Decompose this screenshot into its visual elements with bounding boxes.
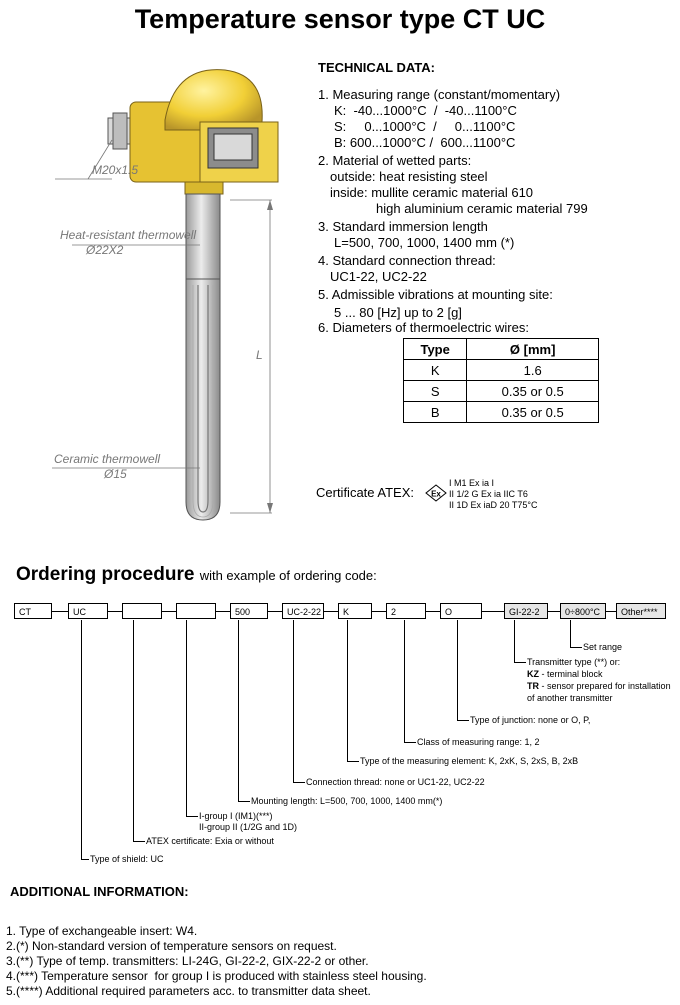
note: 4.(***) Temperature sensor for group I i… [6, 969, 427, 983]
tech-line: 4. Standard connection thread: [318, 253, 496, 268]
table-cell: 0.35 or 0.5 [466, 380, 599, 402]
note: 2.(*) Non-standard version of temperatur… [6, 939, 337, 953]
order-box-junction: O [440, 603, 482, 619]
table-cell: B [402, 401, 468, 423]
note: 3.(**) Type of temp. transmitters: LI-24… [6, 954, 369, 968]
thermowell-diameter: Ø22X2 [86, 243, 124, 257]
atex-line: I M1 Ex ia I [449, 478, 495, 488]
table-row: K 1.6 [402, 359, 599, 381]
ceramic-label: Ceramic thermowell [54, 452, 161, 466]
ex-symbol-text: Ex [431, 490, 441, 499]
table-cell: 0.35 or 0.5 [466, 401, 599, 423]
kz-code: KZ [527, 669, 539, 679]
order-box-length: 500 [230, 603, 268, 619]
page-title: Temperature sensor type CT UC [134, 4, 546, 34]
thread-label: M20x1.5 [92, 163, 139, 177]
label-class: Class of measuring range: 1, 2 [417, 737, 540, 747]
label-thread: Connection thread: none or UC1-22, UC2-2… [306, 777, 485, 787]
order-box-atex [122, 603, 162, 619]
tech-line: B: 600...1000°C / 600...1100°C [334, 135, 516, 150]
tech-line: 2. Material of wetted parts: [318, 153, 472, 168]
table-cell: K [402, 359, 468, 381]
label-set-range: Set range [583, 642, 623, 652]
table-header: Type [402, 338, 468, 360]
order-box-thread: UC-2-22 [282, 603, 324, 619]
order-box-transmitter: GI-22-2 [504, 603, 548, 619]
label-tr: TR - sensor prepared for installation [527, 681, 671, 692]
order-box-element: K [338, 603, 372, 619]
tech-line: inside: mullite ceramic material 610 [330, 185, 534, 200]
order-box-shield: UC [68, 603, 108, 619]
ordering-subtitle: with example of ordering code: [199, 568, 377, 583]
tech-line: high aluminium ceramic material 799 [376, 201, 588, 216]
length-label: L [256, 348, 263, 362]
note: 5.(****) Additional required parameters … [6, 984, 371, 998]
table-cell: 1.6 [466, 359, 599, 381]
ceramic-thermowell [185, 278, 221, 521]
order-box-other: Other**** [616, 603, 666, 619]
label-atex: ATEX certificate: Exia or without [146, 836, 274, 846]
tech-line: 5 ... 80 [Hz] up to 2 [g] [334, 305, 462, 320]
atex-label: Certificate ATEX: [316, 485, 415, 500]
order-box-range: 0÷800°C [560, 603, 606, 619]
table-cell: S [402, 380, 468, 402]
order-box-group [176, 603, 216, 619]
head-cover [164, 69, 263, 131]
label-transmitter: Transmitter type (**) or: [527, 657, 621, 667]
label-tr-2: of another transmitter [527, 693, 613, 703]
atex-line: II 1D Ex iaD 20 T75°C [449, 500, 538, 510]
tech-line: S: 0...1000°C / 0...1100°C [334, 119, 516, 134]
label-length: Mounting length: L=500, 700, 1000, 1400 … [251, 796, 443, 806]
tr-text: - sensor prepared for installation [539, 681, 671, 691]
table-header: Ø [mm] [466, 338, 599, 360]
ordering-title: Ordering procedure [16, 564, 195, 585]
label-shield: Type of shield: UC [90, 854, 164, 864]
additional-heading: ADDITIONAL INFORMATION: [10, 884, 189, 899]
wire-diameter-table: Type Ø [mm] K 1.6 S 0.35 or 0.5 B 0.35 o… [402, 338, 599, 423]
label-kz: KZ - terminal block [527, 669, 603, 680]
metal-thermowell [185, 193, 221, 280]
order-box-class: 2 [386, 603, 426, 619]
ex-symbol-icon: Ex [425, 484, 447, 502]
tr-code: TR [527, 681, 539, 691]
tech-line: outside: heat resisting steel [330, 169, 488, 184]
atex-line: II 1/2 G Ex ia IIC T6 [449, 489, 528, 499]
label-junction: Type of junction: none or O, P, [470, 715, 591, 725]
tech-line: 5. Admissible vibrations at mounting sit… [318, 287, 553, 302]
label-element: Type of the measuring element: K, 2xK, S… [360, 756, 579, 766]
sensor-drawing [52, 69, 279, 521]
tech-line: UC1-22, UC2-22 [330, 269, 427, 284]
table-header-row: Type Ø [mm] [402, 338, 599, 360]
technical-data-heading: TECHNICAL DATA: [318, 60, 435, 75]
tech-line: 6. Diameters of thermoelectric wires: [318, 320, 529, 335]
label-igroup-2: II-group II (1/2G and 1D) [199, 822, 298, 832]
tech-line: 3. Standard immersion length [318, 219, 488, 234]
table-row: B 0.35 or 0.5 [402, 401, 599, 423]
tech-line: K: -40...1000°C / -40...1100°C [334, 103, 517, 118]
table-row: S 0.35 or 0.5 [402, 380, 599, 402]
ceramic-diameter: Ø15 [104, 467, 127, 481]
kz-text: - terminal block [539, 669, 603, 679]
tech-line: L=500, 700, 1000, 1400 mm (*) [334, 235, 515, 250]
note: 1. Type of exchangeable insert: W4. [6, 924, 198, 938]
thermowell-label: Heat-resistant thermowell [60, 228, 197, 242]
order-box-ct: CT [14, 603, 52, 619]
tech-line: 1. Measuring range (constant/momentary) [318, 87, 561, 102]
label-igroup: I-group I (IM1)(***) [199, 811, 273, 821]
ordering-heading: Ordering procedure with example of order… [16, 564, 377, 586]
